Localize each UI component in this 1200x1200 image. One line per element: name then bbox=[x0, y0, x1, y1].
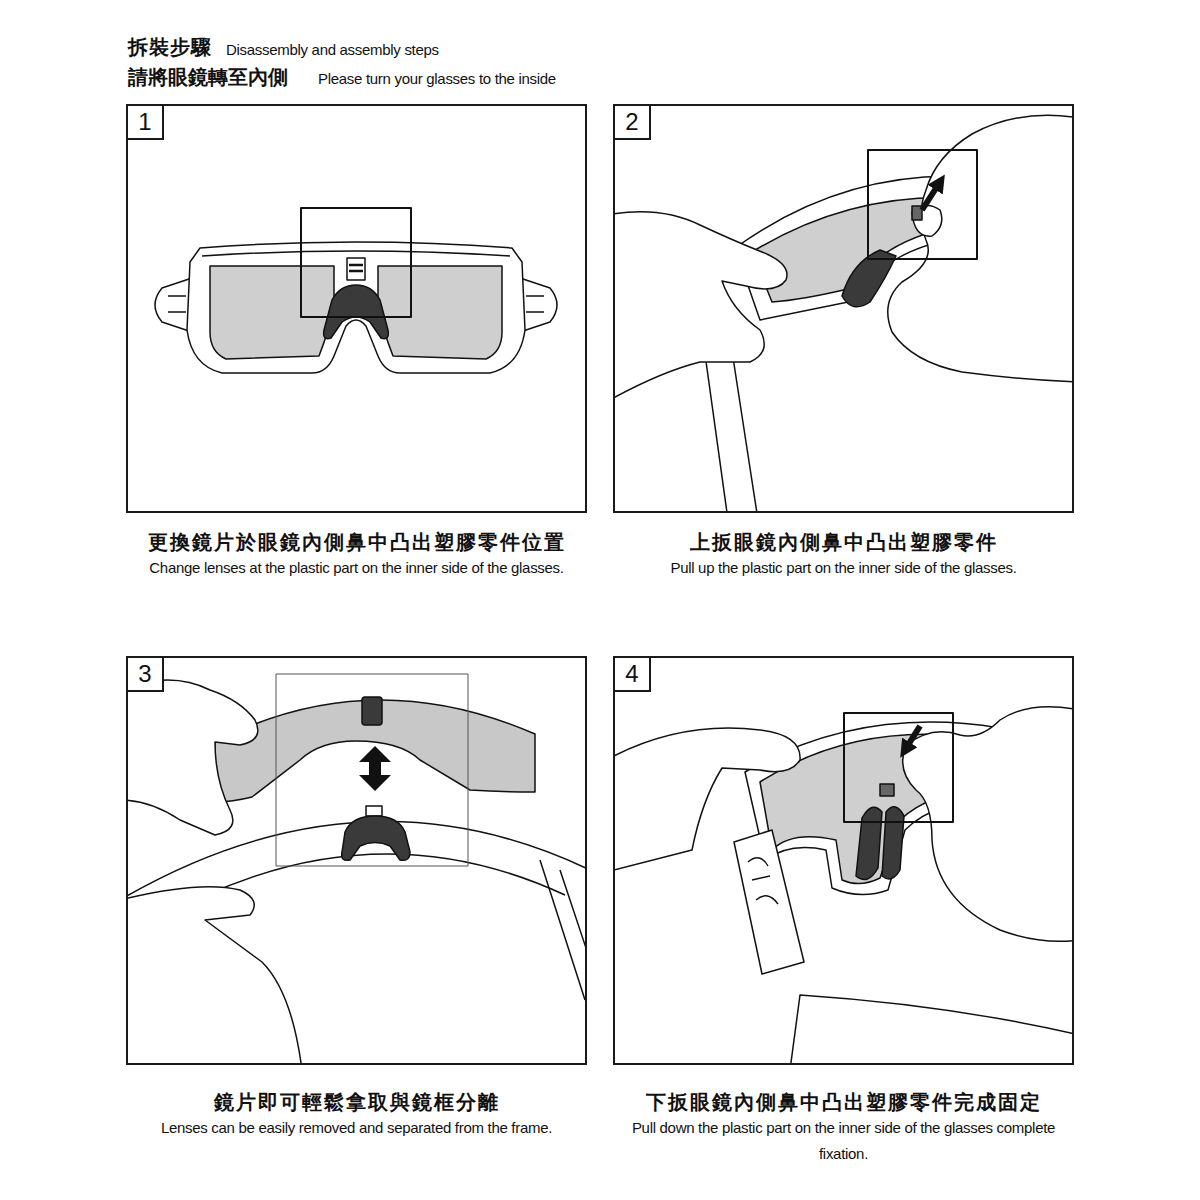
direction-arrow bbox=[905, 726, 920, 750]
pull-up-illustration bbox=[614, 115, 1073, 512]
step-caption: 更換鏡片於眼鏡內側鼻中凸出塑膠零件位置 bbox=[87, 529, 627, 555]
frame-arm bbox=[540, 860, 586, 1000]
lens-right bbox=[378, 266, 502, 359]
nose-pad-right bbox=[882, 807, 904, 879]
glasses-front-view bbox=[155, 208, 557, 373]
step-caption-english: Pull up the plastic part on the inner si… bbox=[574, 555, 1114, 581]
direction-arrow bbox=[922, 182, 940, 210]
frame-inner-line bbox=[202, 251, 510, 256]
step-panel: 上扳眼鏡內側鼻中凸出塑膠零件Pull up the plastic part o… bbox=[613, 104, 1074, 513]
step-number-box: 3 bbox=[128, 658, 164, 692]
nose-pad bbox=[342, 816, 410, 860]
hand-right bbox=[888, 115, 1073, 382]
nose-pad bbox=[324, 285, 389, 339]
title: 拆裝步驟 bbox=[128, 34, 212, 61]
temple-left bbox=[155, 278, 192, 332]
lens-clip bbox=[362, 697, 382, 725]
step-caption: 下扳眼鏡內側鼻中凸出塑膠零件完成固定 bbox=[574, 1089, 1114, 1115]
frame-bottom bbox=[790, 995, 1073, 1064]
bridge-clip bbox=[347, 258, 365, 280]
step-number: 1 bbox=[134, 109, 155, 135]
subtitle: 請將眼鏡轉至內側 bbox=[128, 64, 288, 91]
separate-lens-illustration bbox=[127, 674, 586, 1064]
highlight-box bbox=[301, 208, 411, 317]
frame-clip bbox=[366, 806, 382, 816]
step-number-box: 1 bbox=[128, 106, 164, 140]
step-panel: 下扳眼鏡內側鼻中凸出塑膠零件完成固定Pull down the plastic … bbox=[613, 656, 1074, 1065]
hand-bottom bbox=[127, 887, 302, 1064]
temple-left bbox=[734, 830, 804, 974]
subtitle-english: Please turn your glasses to the inside bbox=[318, 70, 556, 87]
step-number-box: 4 bbox=[615, 658, 651, 692]
temple-logo bbox=[748, 858, 778, 904]
subtitle-english: Disassembly and assembly steps bbox=[226, 41, 439, 58]
highlight-box bbox=[844, 713, 953, 822]
step-panel: 鏡片即可輕鬆拿取與鏡框分離Lenses can be easily remove… bbox=[126, 656, 587, 1065]
step-caption: 上扳眼鏡內側鼻中凸出塑膠零件 bbox=[574, 529, 1114, 555]
hand-left bbox=[614, 728, 800, 872]
step-number-box: 2 bbox=[615, 106, 651, 140]
step-caption: 鏡片即可輕鬆拿取與鏡框分離 bbox=[87, 1089, 627, 1115]
lens-left bbox=[210, 266, 334, 359]
step-panel: 更換鏡片於眼鏡內側鼻中凸出塑膠零件位置Change lenses at the … bbox=[126, 104, 587, 513]
hand-top bbox=[127, 680, 258, 835]
step-caption-english: Change lenses at the plastic part on the… bbox=[87, 555, 627, 581]
highlight-box bbox=[276, 674, 468, 866]
step-caption-english: Lenses can be easily removed and separat… bbox=[87, 1115, 627, 1141]
temple-right bbox=[520, 278, 557, 332]
hand-left bbox=[614, 212, 787, 402]
pull-down-illustration bbox=[614, 707, 1073, 1064]
frame bbox=[187, 242, 525, 373]
step-caption-english: Pull down the plastic part on the inner … bbox=[624, 1115, 1064, 1167]
nose-pad-left bbox=[856, 807, 882, 879]
step-number: 4 bbox=[621, 661, 642, 687]
hand-right bbox=[903, 707, 1073, 942]
step-number: 2 bbox=[621, 109, 642, 135]
clip-part bbox=[880, 784, 894, 796]
finger-pinch bbox=[912, 205, 942, 236]
frame-outer bbox=[127, 822, 586, 1064]
highlight-box bbox=[868, 150, 977, 259]
step-number: 3 bbox=[134, 661, 155, 687]
double-arrow bbox=[359, 746, 391, 791]
bridge-clip-stripes bbox=[349, 265, 363, 271]
